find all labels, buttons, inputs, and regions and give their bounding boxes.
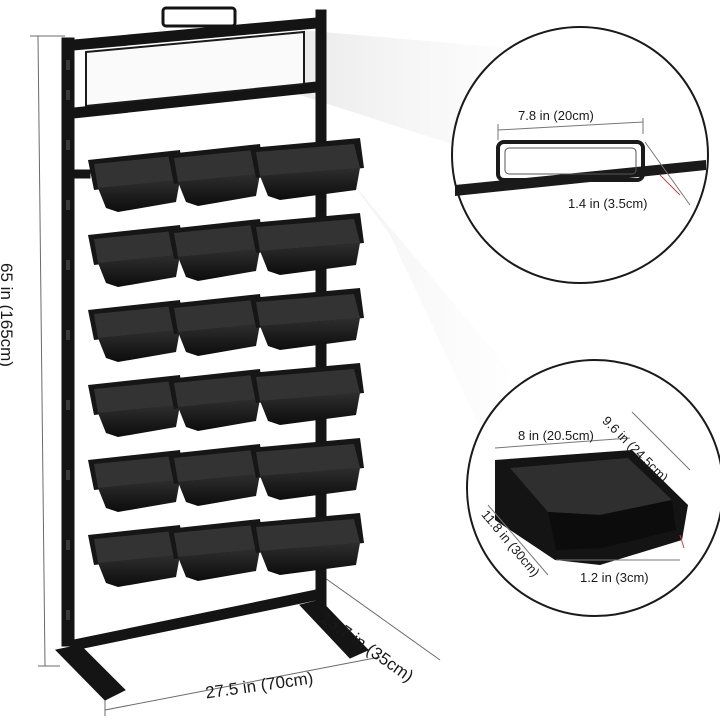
- rack-frame: [55, 9, 369, 701]
- storage-bin: [250, 438, 364, 500]
- storage-bin: [168, 444, 264, 506]
- bin-height-label: 1.2 in (3cm): [580, 570, 649, 585]
- bin-callout: [466, 359, 720, 617]
- storage-bin: [250, 138, 364, 200]
- storage-bin: [88, 150, 184, 212]
- upright-slots: [66, 60, 70, 620]
- depth-dimension-line: [324, 577, 441, 661]
- callout-beam-bottom: [350, 180, 510, 470]
- storage-bin: [88, 450, 184, 512]
- handle-height-label: 1.4 in (3.5cm): [568, 196, 648, 211]
- storage-bin: [168, 369, 264, 431]
- storage-bin: [250, 288, 364, 350]
- storage-bin: [250, 513, 364, 575]
- storage-bin: [168, 219, 264, 281]
- handle-callout: [451, 26, 709, 284]
- storage-bin: [168, 519, 264, 581]
- width-dimension-line: [104, 656, 381, 716]
- storage-bin: [88, 525, 184, 587]
- handle-width-label: 7.8 in (20cm): [518, 108, 594, 123]
- storage-bin: [168, 294, 264, 356]
- storage-bin: [88, 225, 184, 287]
- storage-bin: [168, 144, 264, 206]
- height-label: 65 in (165cm): [0, 263, 16, 367]
- storage-bin: [250, 213, 364, 275]
- storage-bin: [88, 375, 184, 437]
- bin-grid: [88, 138, 364, 587]
- bin-front-width-label: 8 in (20.5cm): [518, 428, 594, 443]
- storage-bin: [88, 300, 184, 362]
- height-dimension-line: [30, 35, 65, 667]
- storage-bin: [250, 363, 364, 425]
- top-handle: [161, 6, 237, 28]
